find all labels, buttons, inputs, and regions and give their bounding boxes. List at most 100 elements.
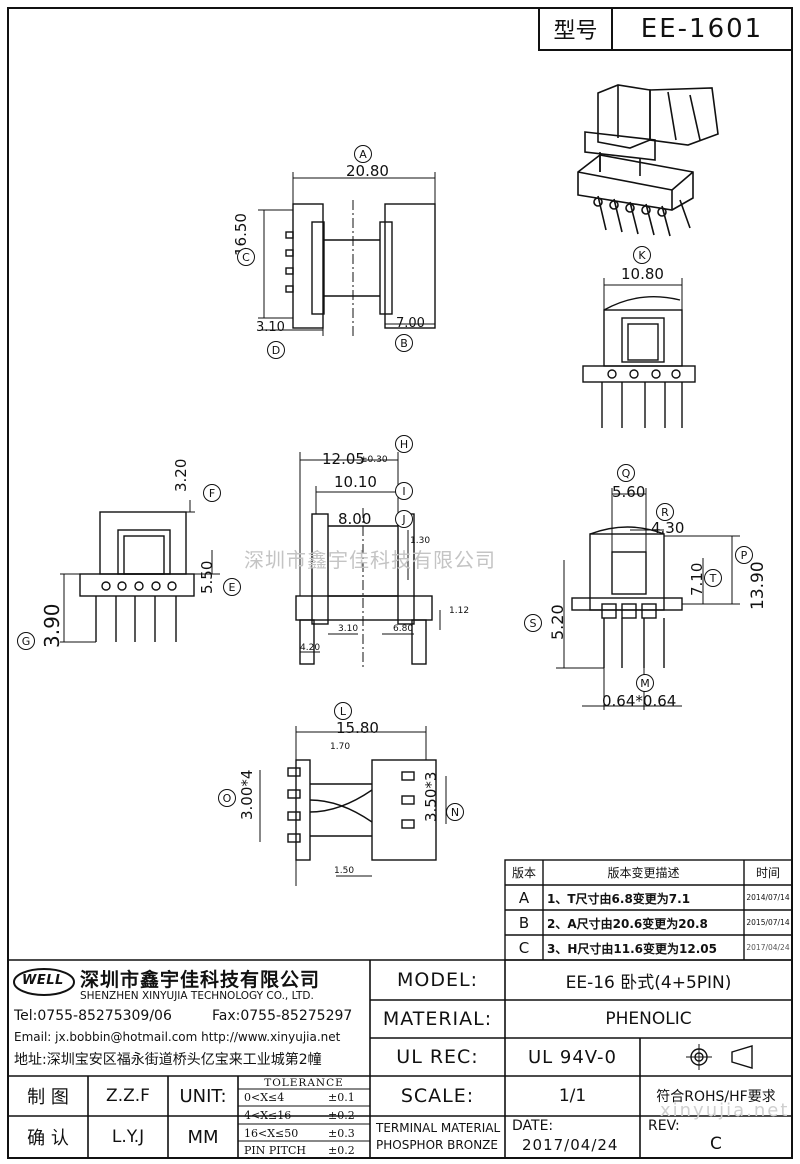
model-value: EE-16 卧式(4+5PIN) — [565, 972, 732, 993]
scale-label: SCALE: — [400, 1085, 475, 1107]
confirm-name: L.Y.J — [111, 1127, 145, 1147]
title-block-lines — [8, 959, 792, 1158]
rev-header-version: 版本 — [511, 866, 536, 880]
dim-r: 4.30 — [651, 519, 685, 537]
company-address: 地址:深圳宝安区福永街道桥头亿宝来工业城第2幢 — [14, 1052, 322, 1068]
ref-marker-s: S — [524, 614, 542, 632]
company-logo: WELL — [22, 973, 64, 988]
dim-l: 15.80 — [336, 719, 379, 737]
projection-symbol-icon — [686, 1044, 753, 1070]
ref-marker-p: P — [735, 546, 753, 564]
unit-value: MM — [187, 1126, 219, 1148]
ref-marker-k: K — [633, 246, 651, 264]
dim-a: 20.80 — [346, 162, 389, 180]
tolerance-range: 0<X≤4 — [244, 1091, 285, 1104]
dim-1-70: 1.70 — [330, 742, 351, 752]
ref-marker-m: M — [636, 674, 654, 692]
side-view-left — [60, 500, 220, 643]
draw-name: Z.Z.F — [106, 1086, 150, 1106]
ref-marker-g: G — [17, 632, 35, 650]
rev-value: C — [710, 1134, 722, 1154]
ref-marker-o: O — [218, 789, 236, 807]
dim-s: 5.20 — [548, 604, 567, 640]
dim-k: 10.80 — [621, 265, 664, 283]
material-label: MATERIAL: — [382, 1008, 493, 1030]
ref-marker-b: B — [395, 334, 413, 352]
confirm-label: 确 认 — [27, 1128, 69, 1149]
rev-row-version: B — [518, 913, 530, 932]
terminal-material-label: TERMINAL MATERIAL — [376, 1121, 501, 1135]
ref-marker-d: D — [267, 341, 285, 359]
dim-d: 3.10 — [256, 320, 285, 335]
model-code: EE-1601 — [640, 14, 764, 44]
tolerance-range: 16<X≤50 — [244, 1127, 299, 1140]
dim-j: 8.00 — [338, 510, 372, 528]
dim-6-80: 6.80 — [393, 624, 414, 634]
watermark-url: xinyujia.net — [660, 1100, 790, 1121]
tolerance-title: TOLERANCE — [264, 1076, 344, 1089]
dim-b: 7.00 — [396, 316, 425, 331]
dim-1-50: 1.50 — [334, 866, 355, 876]
front-view-k — [582, 278, 696, 428]
type-label: 型号 — [553, 19, 598, 44]
dim-m: 0.64*0.64 — [602, 692, 677, 710]
rev-row-version: A — [518, 888, 530, 907]
tolerance-range: PIN PITCH — [244, 1144, 306, 1157]
company-name-cn: 深圳市鑫宇佳科技有限公司 — [80, 969, 321, 991]
revision-table-lines — [504, 859, 793, 961]
tolerance-value: ±0.2 — [328, 1144, 355, 1157]
section-view-center — [295, 452, 441, 668]
terminal-material-value: PHOSPHOR BRONZE — [376, 1138, 498, 1152]
tolerance-value: ±0.1 — [328, 1091, 355, 1104]
isometric-view — [577, 84, 719, 237]
rev-row-desc: 3、H尺寸由11.6变更为12.05 — [547, 942, 717, 956]
ref-marker-j: J — [395, 510, 413, 528]
ref-marker-e: E — [223, 578, 241, 596]
dim-e: 5.50 — [198, 560, 216, 594]
tolerance-value: ±0.3 — [328, 1127, 355, 1140]
ul-rec-value: UL 94V-0 — [527, 1046, 618, 1068]
rev-row-version: C — [518, 938, 530, 957]
dim-1-12: 1.12 — [449, 606, 470, 616]
draw-label: 制 图 — [27, 1087, 69, 1108]
rev-row-date: 2014/07/14 — [746, 893, 790, 902]
unit-label: UNIT: — [179, 1085, 227, 1107]
bottom-view — [259, 726, 447, 886]
ref-marker-c: C — [237, 248, 255, 266]
company-fax: Fax:0755-85275297 — [212, 1008, 353, 1024]
ref-marker-i: I — [395, 482, 413, 500]
scale-value: 1/1 — [558, 1086, 587, 1106]
company-name-en: SHENZHEN XINYUJIA TECHNOLOGY CO., LTD. — [80, 990, 314, 1002]
rev-header-desc: 版本变更描述 — [607, 866, 680, 880]
date-label: DATE: — [512, 1118, 554, 1134]
dim-o: 3.00*4 — [238, 769, 256, 820]
ref-marker-t: T — [704, 569, 722, 587]
dim-n: 3.50*3 — [422, 771, 440, 822]
rev-row-date: 2015/07/14 — [746, 918, 790, 927]
rohs-note: 符合ROHS/HF要求 — [656, 1089, 776, 1105]
ref-marker-r: R — [656, 503, 674, 521]
dim-h-tolerance: ±0.30 — [360, 455, 388, 465]
ref-marker-q: Q — [617, 464, 635, 482]
logo-ellipse — [13, 968, 75, 996]
end-view-right — [556, 488, 740, 710]
company-tel: Tel:0755-85275309/06 — [14, 1008, 172, 1024]
rev-row-desc: 2、A尺寸由20.6变更为20.8 — [547, 917, 708, 931]
ref-marker-a: A — [354, 145, 372, 163]
tolerance-value: ±0.2 — [328, 1109, 355, 1122]
dim-p: 13.90 — [748, 561, 768, 610]
model-label: MODEL: — [397, 969, 478, 991]
date-value: 2017/04/24 — [522, 1136, 619, 1154]
rev-row-date: 2017/04/24 — [746, 943, 790, 952]
rev-row-desc: 1、T尺寸由6.8变更为7.1 — [547, 892, 691, 906]
watermark-text: 深圳市鑫宇佳科技有限公司 — [244, 548, 496, 572]
dim-g: 3.90 — [40, 603, 64, 648]
top-view — [258, 172, 436, 336]
dim-3-10: 3.10 — [338, 624, 359, 634]
dim-i: 10.10 — [334, 473, 377, 491]
company-email: Email: jx.bobbin@hotmail.com http://www.… — [14, 1030, 341, 1044]
ul-rec-label: UL REC: — [396, 1046, 479, 1068]
rev-label: REV: — [648, 1118, 680, 1134]
